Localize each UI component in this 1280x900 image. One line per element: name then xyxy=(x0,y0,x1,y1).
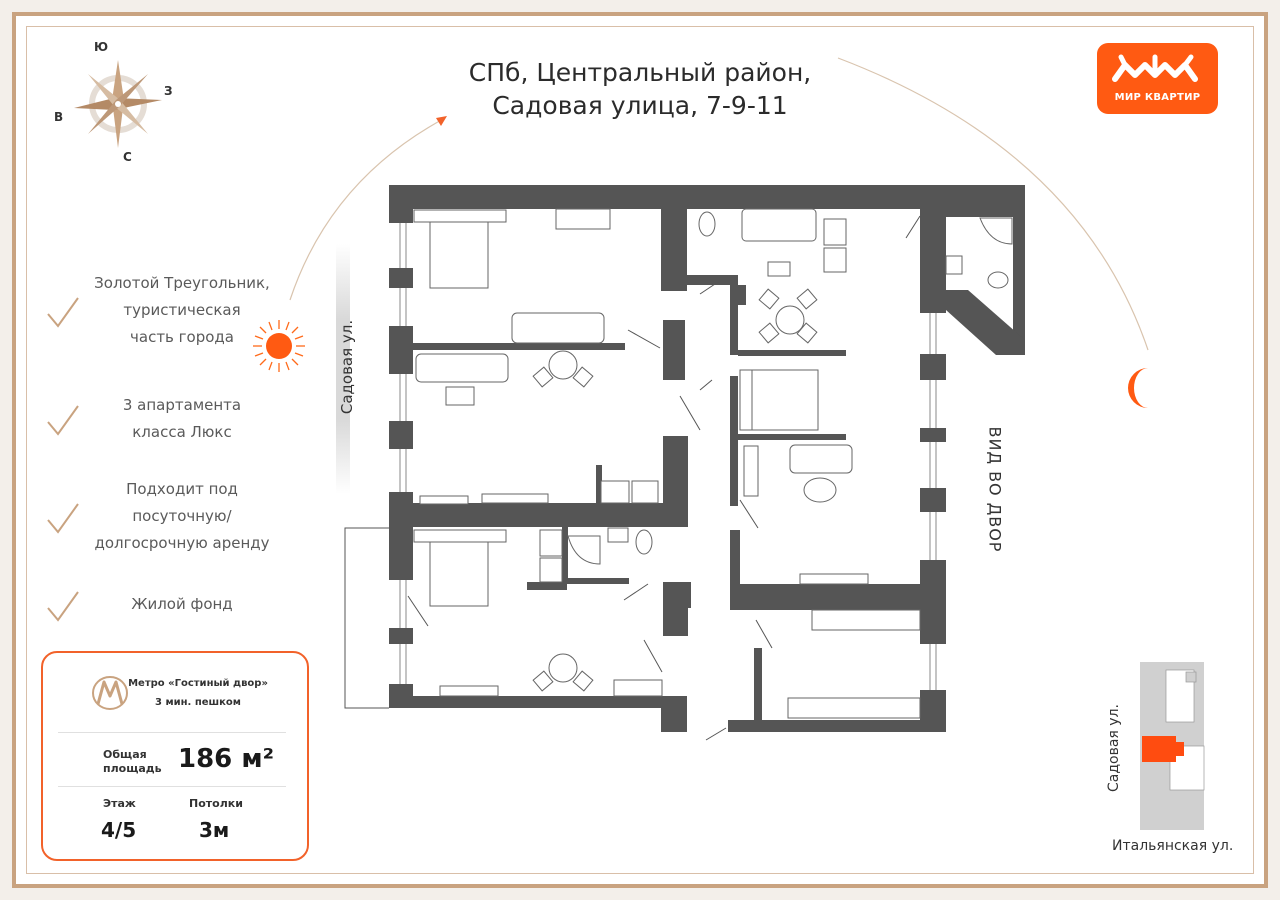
compass-label-top: Ю xyxy=(94,40,109,54)
checkmark-icon xyxy=(47,503,79,534)
area-label-line: площадь xyxy=(103,762,162,775)
minimap-street-sadovaya: Садовая ул. xyxy=(1106,704,1122,792)
street-strip xyxy=(336,244,350,494)
metro-walk-time: 3 мин. пешком xyxy=(155,697,241,708)
feature-line: часть города xyxy=(130,328,234,346)
inner-frame xyxy=(26,26,1254,874)
compass-rose-icon xyxy=(74,60,162,148)
sun-icon xyxy=(253,320,305,372)
compass-label-left: В xyxy=(54,110,64,124)
feature-line: долгосрочную аренду xyxy=(94,534,270,552)
feature-item: Подходит под посуточную/ долгосрочную ар… xyxy=(82,476,282,557)
feature-line: Золотой Треугольник, xyxy=(94,274,270,292)
logo-text: МИР КВАРТИР xyxy=(1114,92,1201,103)
feature-line: 3 апартамента xyxy=(122,396,242,414)
checkmark-icon xyxy=(47,405,79,436)
area-value: 186 м² xyxy=(178,744,274,774)
feature-line: Жилой фонд xyxy=(131,595,233,613)
feature-line: Подходит под xyxy=(126,480,238,498)
feature-line: посуточную/ xyxy=(132,507,232,525)
feature-line: туристическая xyxy=(123,301,241,319)
divider xyxy=(58,732,286,733)
feature-item: Жилой фонд xyxy=(82,591,282,618)
metro-info: Метро «Гостиный двор» 3 мин. пешком xyxy=(108,674,288,712)
checkmark-icon xyxy=(47,591,79,622)
area-label-line: Общая xyxy=(103,748,147,761)
metro-station: Метро «Гостиный двор» xyxy=(128,678,268,689)
ceiling-label: Потолки xyxy=(189,797,243,810)
location-minimap xyxy=(1140,662,1205,830)
floor-label: Этаж xyxy=(103,797,136,810)
minimap-street-italyanskaya: Итальянская ул. xyxy=(1112,838,1234,854)
moon-icon xyxy=(1128,368,1148,408)
feature-line: класса Люкс xyxy=(132,423,232,441)
area-label: Общая площадь xyxy=(103,748,162,776)
plan-windows xyxy=(344,223,937,709)
feature-item: 3 апартамента класса Люкс xyxy=(82,392,282,446)
compass-label-bottom: С xyxy=(123,150,132,164)
compass-label-right: З xyxy=(164,84,173,98)
courtyard-view-label: ВИД ВО ДВОР xyxy=(985,426,1005,553)
plan-furniture xyxy=(413,208,1013,719)
plan-walls xyxy=(389,185,1025,732)
ceiling-value: 3м xyxy=(199,818,230,842)
address-line-2: Садовая улица, 7-9-11 xyxy=(492,91,788,120)
info-card xyxy=(41,651,309,861)
checkmark-icon xyxy=(47,297,79,328)
metro-logo-icon xyxy=(92,676,128,710)
plan-doors xyxy=(407,215,921,741)
address-block: СПб, Центральный район, Садовая улица, 7… xyxy=(440,56,840,122)
feature-item: Золотой Треугольник, туристическая часть… xyxy=(82,270,282,351)
floor-value: 4/5 xyxy=(101,818,137,842)
address-line-1: СПб, Центральный район, xyxy=(468,58,812,87)
divider xyxy=(58,786,286,787)
